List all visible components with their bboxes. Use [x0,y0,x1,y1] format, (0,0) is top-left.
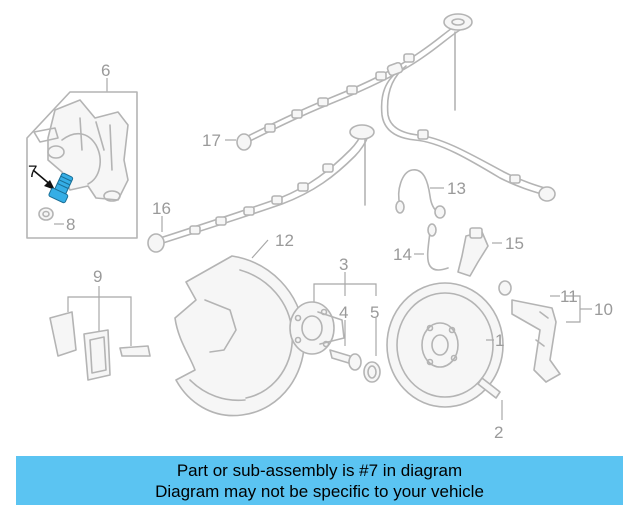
callout-9: 9 [93,267,102,286]
callout-8: 8 [66,215,75,234]
parts-diagram: 1 2 3 4 5 6 7 8 9 10 11 12 13 14 15 16 1… [26,13,613,442]
abs-sensor-wire-17 [225,13,473,151]
brake-pads-9 [49,286,151,381]
hub-bolt-4 [329,320,362,371]
brake-rotor-1 [386,282,504,408]
banner-line-1: Part or sub-assembly is #7 in diagram [176,461,463,480]
callout-3: 3 [339,255,348,274]
callout-17: 17 [202,131,221,150]
speed-sensor-15 [457,227,502,277]
abs-harness [380,61,556,202]
caliper-bracket-10 [498,280,592,383]
callout-16: 16 [152,199,171,218]
callout-13: 13 [447,179,466,198]
splash-shield-12 [174,239,306,417]
bushing-8 [38,207,64,225]
callout-2: 2 [494,423,503,442]
wheel-hub-3 [289,272,377,355]
callout-12: 12 [275,231,294,250]
callout-5: 5 [370,303,379,322]
callout-10: 10 [594,300,613,319]
caliper-guide-bolt-7 [32,169,74,204]
callout-4: 4 [339,303,348,322]
seal-ring-5 [363,318,381,383]
callout-1: 1 [495,331,504,350]
wear-sensor-14 [414,223,449,271]
rotor-bolt-2 [477,377,503,420]
abs-sensor-wire-16 [147,124,375,253]
callout-14: 14 [393,245,412,264]
callout-6: 6 [101,61,110,80]
banner-line-2: Diagram may not be specific to your vehi… [155,482,484,501]
info-banner: Part or sub-assembly is #7 in diagram Di… [16,456,623,505]
callout-7: 7 [28,162,37,181]
callout-15: 15 [505,234,524,253]
wear-sensor-13 [395,169,446,219]
callout-11: 11 [560,287,578,306]
